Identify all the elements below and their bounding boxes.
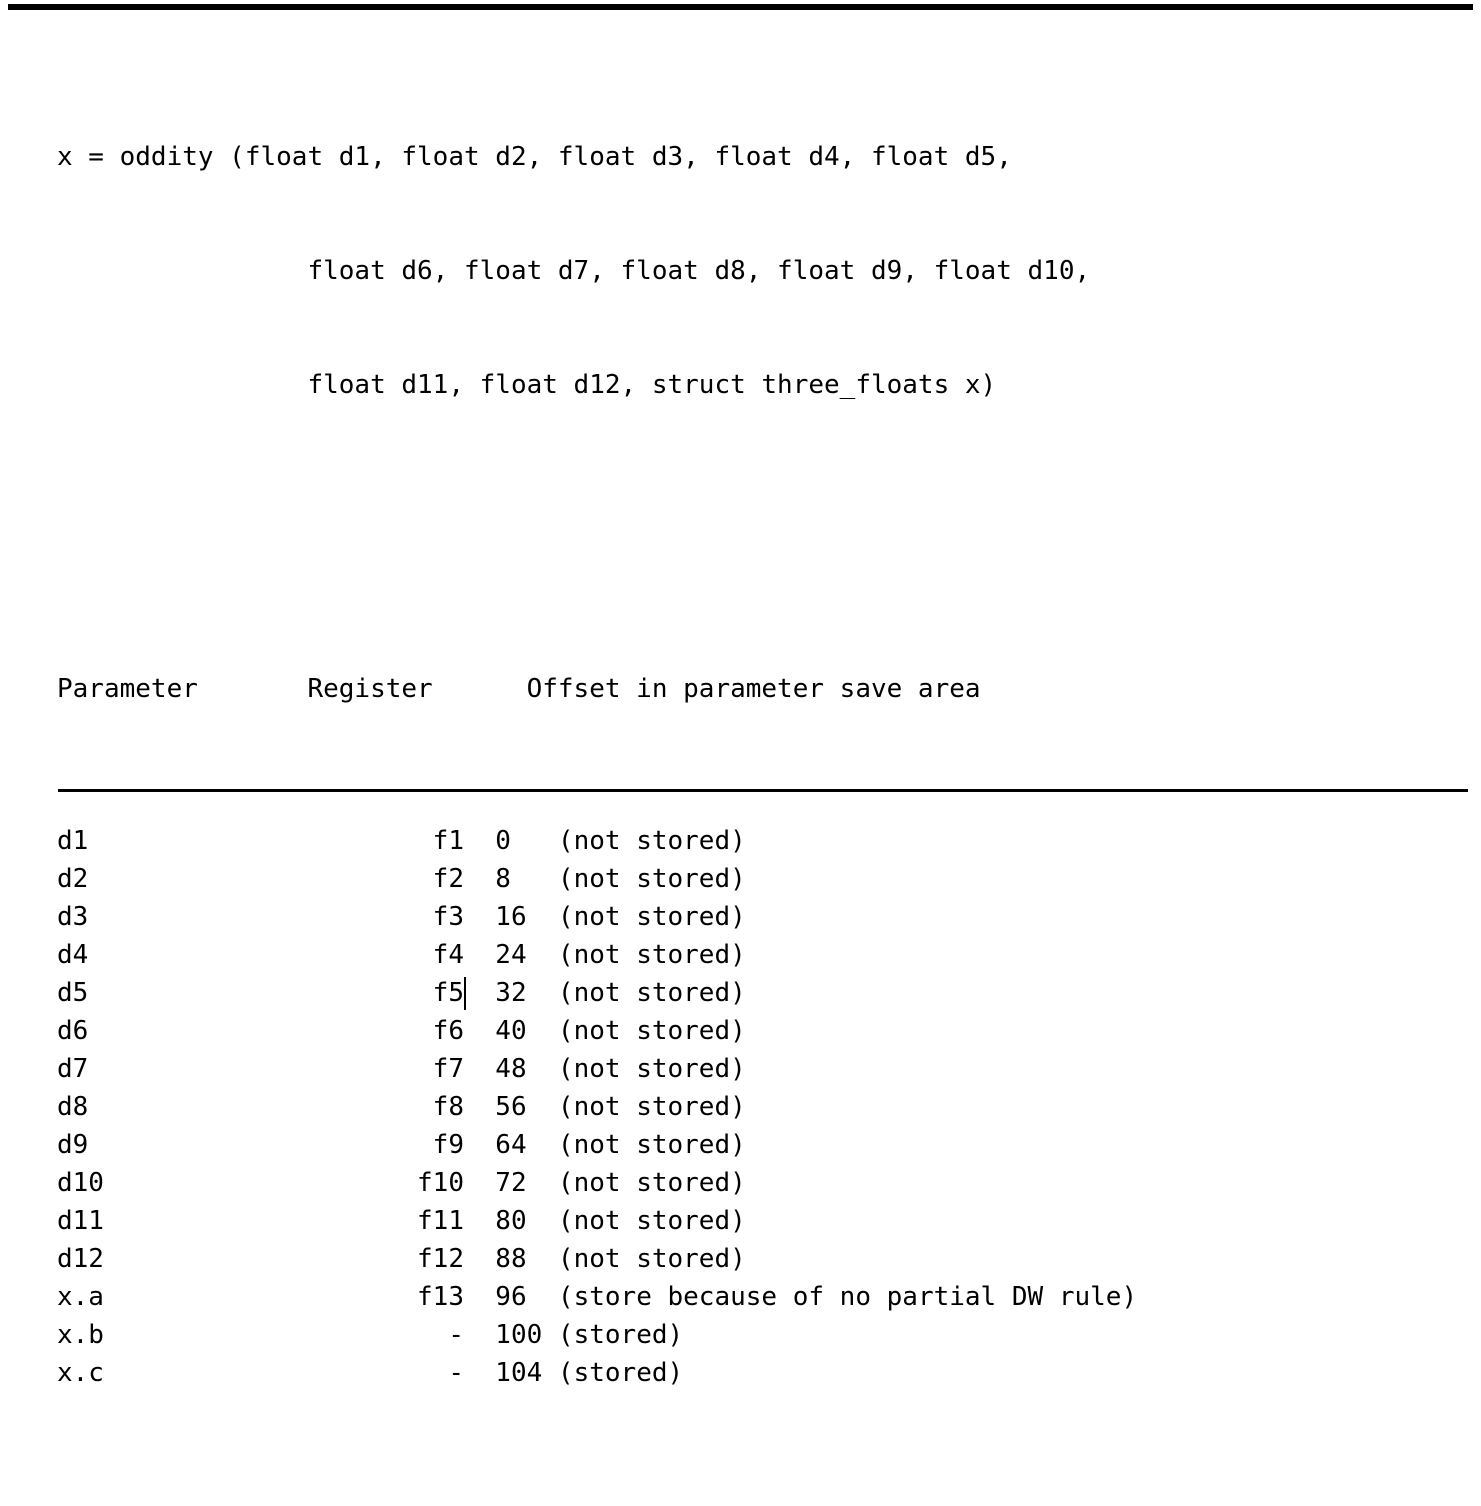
cell-offset: 0 (464, 826, 558, 856)
cell-note: (store because of no partial DW rule) (557, 1282, 1138, 1312)
table-row[interactable]: d9 f9 64 (not stored) (57, 1126, 1457, 1164)
cell-register: f13 (307, 1282, 464, 1312)
cell-offset: 100 (464, 1320, 558, 1350)
cell-register: f5 (307, 978, 464, 1008)
cell-register: f3 (307, 902, 464, 932)
cell-parameter: d3 (57, 902, 308, 932)
cell-register: f10 (307, 1168, 464, 1198)
cell-parameter: d1 (57, 826, 308, 856)
table-row[interactable]: x.a f13 96 (store because of no partial … (57, 1278, 1457, 1316)
cell-parameter: x.a (57, 1282, 308, 1312)
cell-note: (not stored) (557, 826, 746, 856)
cell-parameter: d8 (57, 1092, 308, 1122)
cell-register: f1 (307, 826, 464, 856)
cell-offset: 104 (464, 1358, 558, 1388)
cell-parameter: d5 (57, 978, 308, 1008)
table-row[interactable]: x.c - 104 (stored) (57, 1354, 1457, 1392)
table-header-row: Parameter Register Offset in parameter s… (57, 674, 981, 704)
table-row[interactable]: d8 f8 56 (not stored) (57, 1088, 1457, 1126)
cell-note: (not stored) (557, 1206, 746, 1236)
cell-parameter: d10 (57, 1168, 308, 1198)
signature-line-3: float d11, float d12, struct three_float… (57, 370, 997, 400)
cell-parameter: d12 (57, 1244, 308, 1274)
cell-note: (not stored) (557, 1092, 746, 1122)
cell-register: f9 (307, 1130, 464, 1160)
table-row[interactable]: x.b - 100 (stored) (57, 1316, 1457, 1354)
cell-parameter: d6 (57, 1016, 308, 1046)
table-row[interactable]: d2 f2 8 (not stored) (57, 860, 1457, 898)
cell-register: f2 (307, 864, 464, 894)
table-row[interactable]: d11 f11 80 (not stored) (57, 1202, 1457, 1240)
signature-line-2: float d6, float d7, float d8, float d9, … (57, 256, 1091, 286)
cell-note: (not stored) (557, 940, 746, 970)
cell-parameter: d4 (57, 940, 308, 970)
table-row[interactable]: d4 f4 24 (not stored) (57, 936, 1457, 974)
cell-note: (not stored) (557, 864, 746, 894)
table-row[interactable]: d1 f1 0 (not stored) (57, 822, 1457, 860)
table-row[interactable]: d10 f10 72 (not stored) (57, 1164, 1457, 1202)
cell-offset: 48 (464, 1054, 558, 1084)
table-row[interactable]: d5 f5 32 (not stored) (57, 974, 1457, 1012)
cell-offset: 96 (464, 1282, 558, 1312)
cell-parameter: d9 (57, 1130, 308, 1160)
cell-register: f11 (307, 1206, 464, 1236)
cell-offset: 64 (464, 1130, 558, 1160)
blank-line (57, 518, 1457, 556)
cell-parameter: x.c (57, 1358, 308, 1388)
cell-register: f4 (307, 940, 464, 970)
code-listing[interactable]: x = oddity (float d1, float d2, float d3… (57, 24, 1457, 1506)
table-row[interactable]: d7 f7 48 (not stored) (57, 1050, 1457, 1088)
cell-offset: 32 (464, 978, 558, 1008)
cell-note: (not stored) (557, 1244, 746, 1274)
cell-offset: 80 (464, 1206, 558, 1236)
table-row[interactable]: d12 f12 88 (not stored) (57, 1240, 1457, 1278)
cell-note: (stored) (557, 1358, 684, 1388)
cell-register: f7 (307, 1054, 464, 1084)
signature-line-1: x = oddity (float d1, float d2, float d3… (57, 142, 1012, 172)
document-page: x = oddity (float d1, float d2, float d3… (8, 4, 1473, 1388)
cell-offset: 8 (464, 864, 558, 894)
cell-register: f8 (307, 1092, 464, 1122)
bottom-horizontal-rule (58, 789, 1468, 792)
cell-offset: 56 (464, 1092, 558, 1122)
cell-parameter: d7 (57, 1054, 308, 1084)
cell-offset: 72 (464, 1168, 558, 1198)
cell-parameter: d11 (57, 1206, 308, 1236)
cell-parameter: d2 (57, 864, 308, 894)
table-row[interactable]: d6 f6 40 (not stored) (57, 1012, 1457, 1050)
cell-offset: 16 (464, 902, 558, 932)
cell-note: (stored) (557, 1320, 684, 1350)
cell-offset: 24 (464, 940, 558, 970)
top-horizontal-rule (8, 4, 1473, 10)
cell-register: f12 (307, 1244, 464, 1274)
cell-note: (not stored) (557, 978, 746, 1008)
cell-note: (not stored) (557, 902, 746, 932)
cell-register: - (307, 1358, 464, 1388)
table-body: d1 f1 0 (not stored)d2 f2 8 (not stored)… (57, 822, 1457, 1392)
cell-note: (not stored) (557, 1130, 746, 1160)
cell-note: (not stored) (557, 1168, 746, 1198)
cell-offset: 40 (464, 1016, 558, 1046)
cell-offset: 88 (464, 1244, 558, 1274)
cell-register: f6 (307, 1016, 464, 1046)
cell-note: (not stored) (557, 1016, 746, 1046)
cell-register: - (307, 1320, 464, 1350)
cell-parameter: x.b (57, 1320, 308, 1350)
cell-note: (not stored) (557, 1054, 746, 1084)
table-row[interactable]: d3 f3 16 (not stored) (57, 898, 1457, 936)
